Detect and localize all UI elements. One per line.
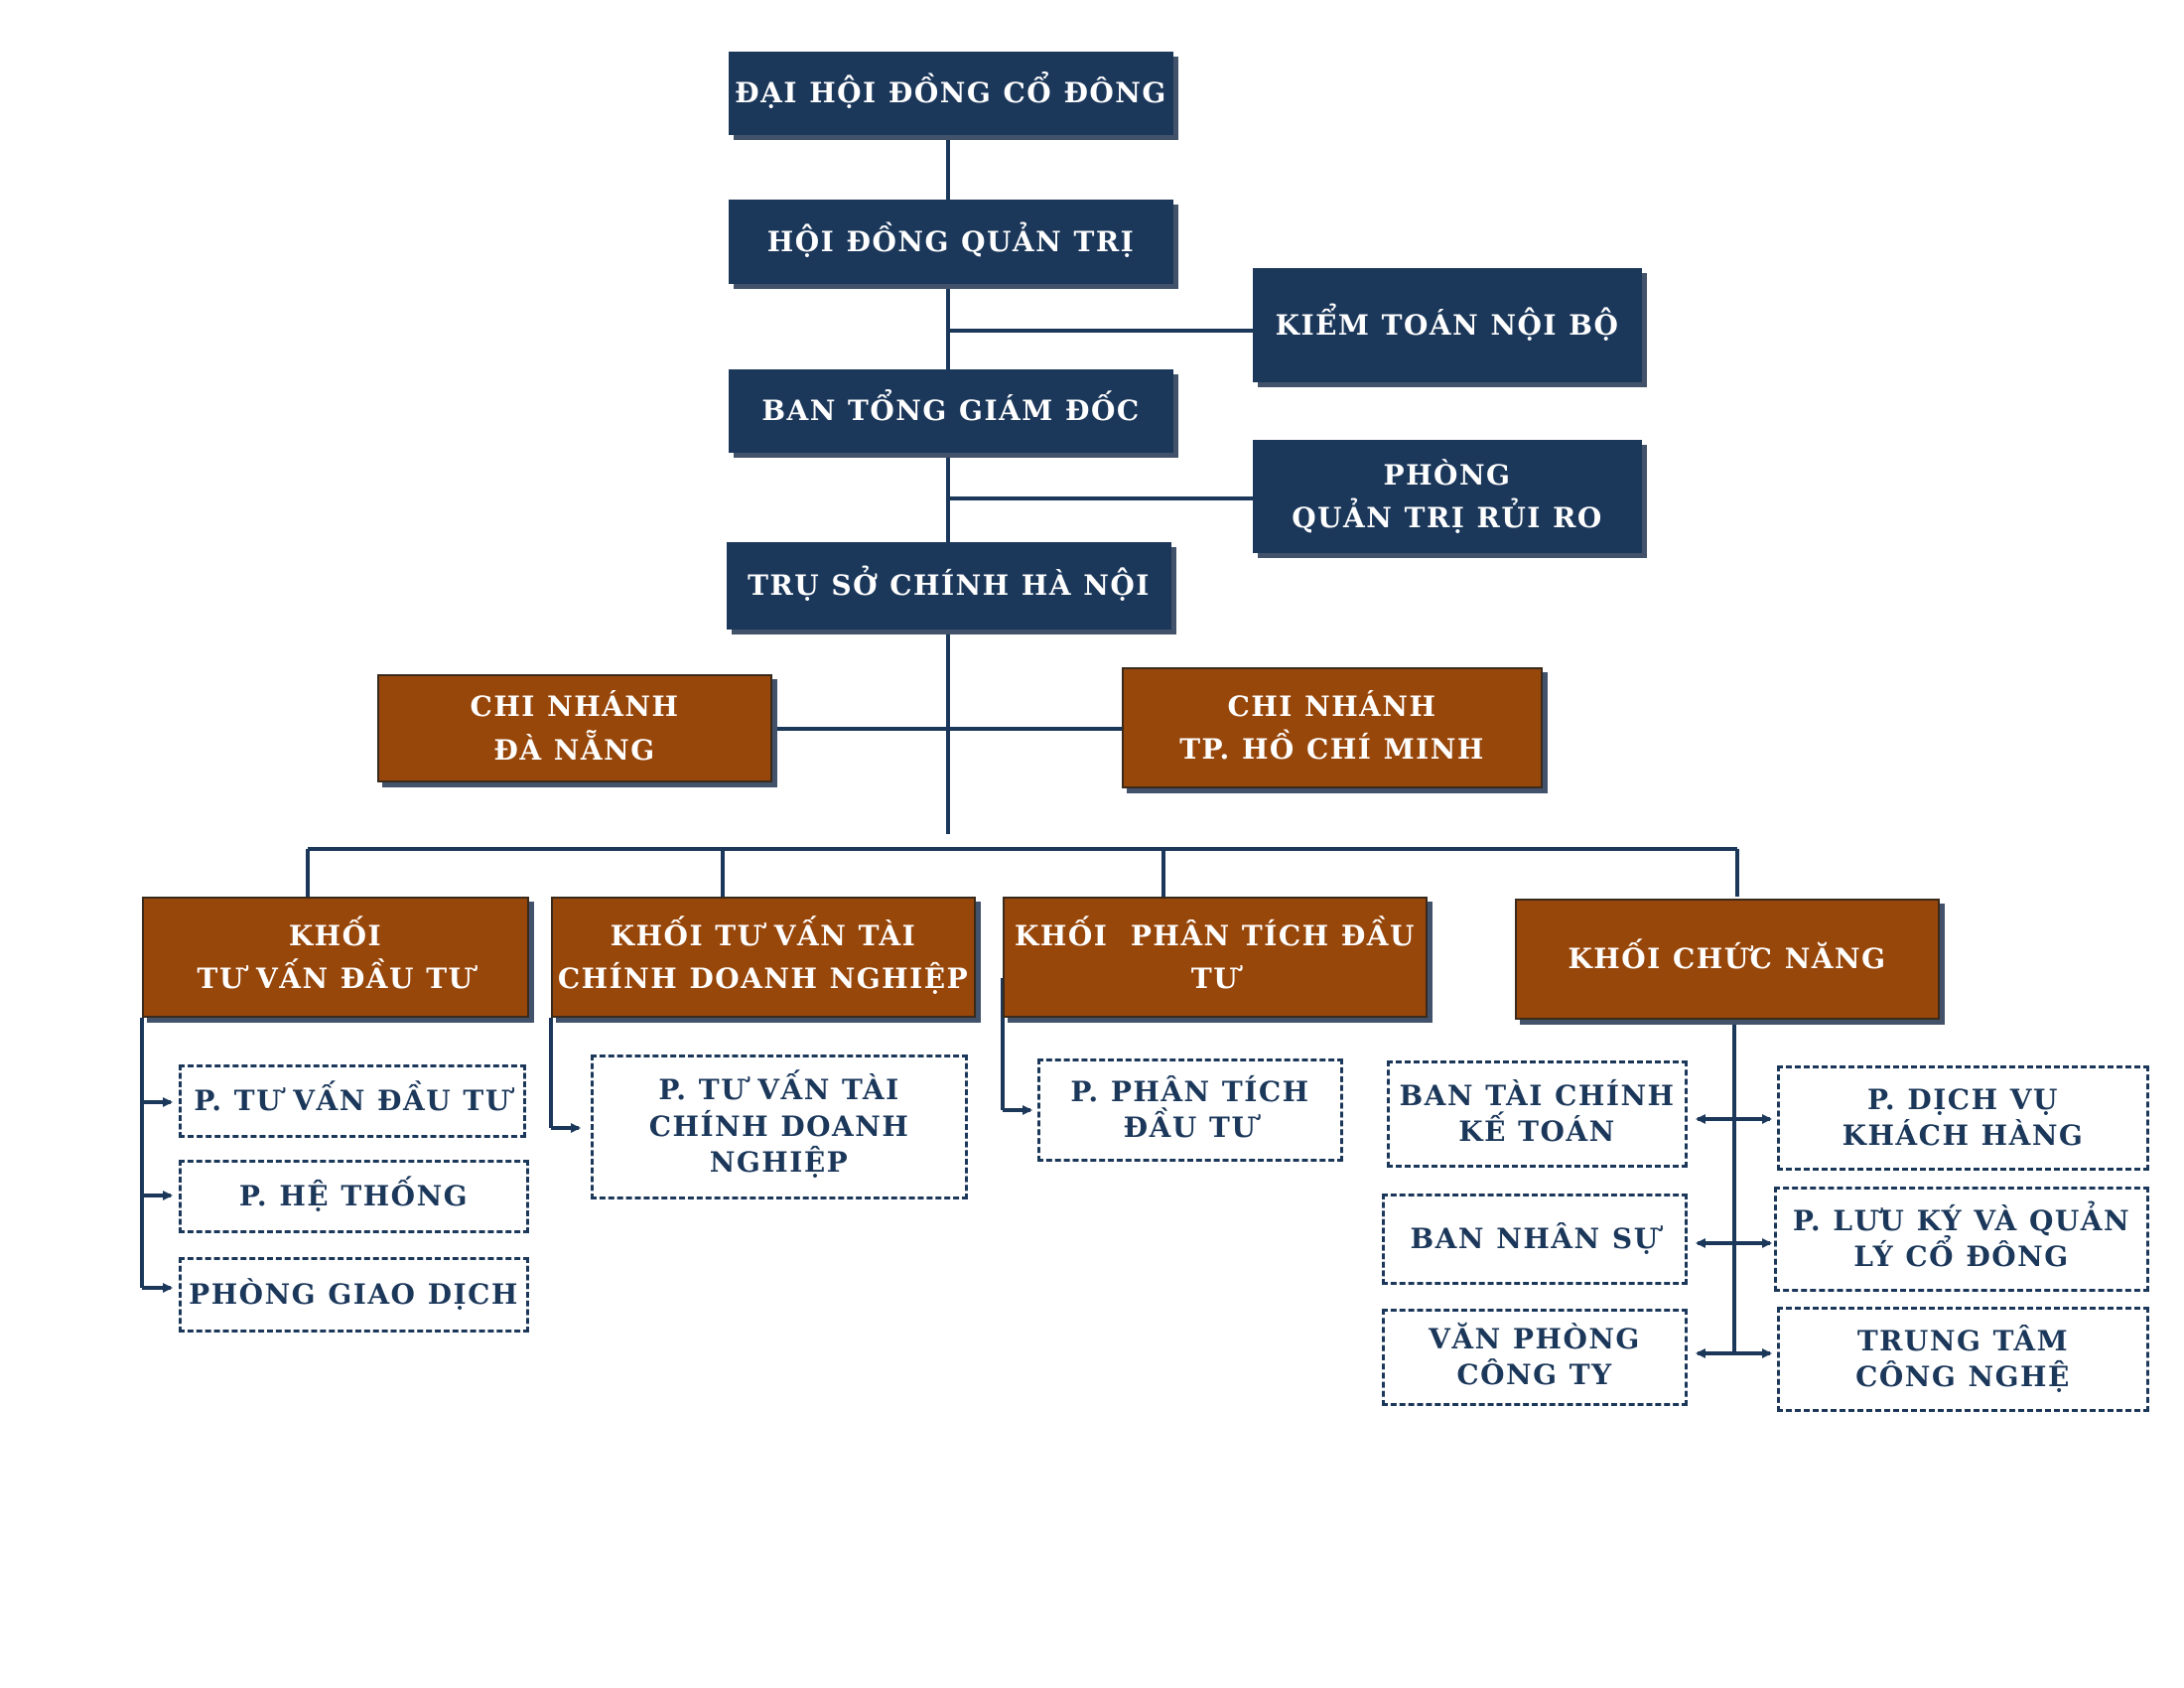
unit-company-office: VĂN PHÒNG CÔNG TY <box>1382 1309 1688 1406</box>
unit-corporate-finance-label-3: NGHIỆP <box>709 1146 850 1180</box>
unit-company-office-label-2: CÔNG TY <box>1456 1358 1613 1391</box>
unit-corporate-finance: P. TƯ VẤN TÀI CHÍNH DOANH NGHIỆP <box>591 1055 968 1199</box>
unit-custody-shareholders-label-2: LÝ CỔ ĐÔNG <box>1853 1240 2070 1273</box>
unit-finance-accounting-label-2: KẾ TOÁN <box>1458 1115 1616 1148</box>
unit-transaction-office-label: PHÒNG GIAO DỊCH <box>189 1277 519 1311</box>
unit-customer-service-label-2: KHÁCH HÀNG <box>1842 1119 2085 1152</box>
division-functional-box: KHỐI CHỨC NĂNG <box>1515 899 1940 1020</box>
unit-customer-service-label-1: P. DỊCH VỤ <box>1867 1082 2059 1116</box>
division-investment-advisory-label-1: KHỐI <box>288 918 383 952</box>
shareholders-box: ĐẠI HỘI ĐỒNG CỔ ĐÔNG <box>729 52 1173 135</box>
branch-hcm-box: CHI NHÁNH TP. HỒ CHÍ MINH <box>1122 667 1543 788</box>
unit-systems: P. HỆ THỐNG <box>179 1160 529 1233</box>
unit-technology-center-label-2: CÔNG NGHỆ <box>1855 1360 2071 1393</box>
head-office-box: TRỤ SỞ CHÍNH HÀ NỘI <box>727 542 1171 630</box>
branch-hcm-label-2: TP. HỒ CHÍ MINH <box>1179 733 1485 766</box>
risk-management-box: PHÒNG QUẢN TRỊ RỦI RO <box>1253 440 1642 553</box>
division-investment-analysis-label-1: KHỐI PHÂN TÍCH ĐẦU <box>1015 918 1416 952</box>
internal-audit-box: KIỂM TOÁN NỘI BỘ <box>1253 268 1642 382</box>
unit-technology-center: TRUNG TÂM CÔNG NGHỆ <box>1777 1307 2149 1412</box>
risk-management-label-2: QUẢN TRỊ RỦI RO <box>1292 501 1603 534</box>
unit-investment-advisory-label: P. TƯ VẤN ĐẦU TƯ <box>194 1083 511 1117</box>
unit-company-office-label-1: VĂN PHÒNG <box>1429 1322 1641 1355</box>
unit-investment-analysis-label-2: ĐẦU TƯ <box>1123 1111 1258 1144</box>
division-investment-advisory-label-2: TƯ VẤN ĐẦU TƯ <box>197 962 475 995</box>
executive-board-box: BAN TỔNG GIÁM ĐỐC <box>729 369 1173 453</box>
executive-board-label: BAN TỔNG GIÁM ĐỐC <box>761 394 1141 428</box>
division-corporate-finance-box: KHỐI TƯ VẤN TÀI CHÍNH DOANH NGHIỆP <box>551 897 976 1018</box>
unit-human-resources-label: BAN NHÂN SỰ <box>1410 1221 1660 1255</box>
unit-corporate-finance-label-1: P. TƯ VẤN TÀI <box>658 1073 900 1107</box>
branch-da-nang-box: CHI NHÁNH ĐÀ NẴNG <box>377 674 772 782</box>
shareholders-label: ĐẠI HỘI ĐỒNG CỔ ĐÔNG <box>735 76 1167 110</box>
unit-finance-accounting: BAN TÀI CHÍNH KẾ TOÁN <box>1387 1060 1688 1168</box>
unit-human-resources: BAN NHÂN SỰ <box>1382 1194 1688 1285</box>
internal-audit-label: KIỂM TOÁN NỘI BỘ <box>1275 308 1620 342</box>
branch-hcm-label-1: CHI NHÁNH <box>1227 689 1437 723</box>
unit-transaction-office: PHÒNG GIAO DỊCH <box>179 1257 529 1333</box>
unit-systems-label: P. HỆ THỐNG <box>238 1179 470 1212</box>
board-box: HỘI ĐỒNG QUẢN TRỊ <box>729 200 1173 284</box>
risk-management-label-1: PHÒNG <box>1383 458 1512 492</box>
division-investment-analysis-label-2: TƯ <box>1190 962 1240 995</box>
unit-custody-shareholders-label-1: P. LƯU KÝ VÀ QUẢN <box>1792 1203 2131 1237</box>
unit-custody-shareholders: P. LƯU KÝ VÀ QUẢN LÝ CỔ ĐÔNG <box>1774 1187 2149 1292</box>
unit-investment-advisory: P. TƯ VẤN ĐẦU TƯ <box>179 1064 526 1138</box>
unit-finance-accounting-label-1: BAN TÀI CHÍNH <box>1399 1078 1676 1112</box>
unit-technology-center-label-1: TRUNG TÂM <box>1856 1324 2070 1357</box>
branch-da-nang-label-2: ĐÀ NẴNG <box>493 733 656 767</box>
division-investment-analysis-box: KHỐI PHÂN TÍCH ĐẦU TƯ <box>1003 897 1428 1018</box>
division-investment-advisory-box: KHỐI TƯ VẤN ĐẦU TƯ <box>142 897 529 1018</box>
unit-investment-analysis: P. PHÂN TÍCH ĐẦU TƯ <box>1037 1058 1343 1162</box>
unit-investment-analysis-label-1: P. PHÂN TÍCH <box>1070 1074 1310 1108</box>
unit-customer-service: P. DỊCH VỤ KHÁCH HÀNG <box>1777 1065 2149 1171</box>
division-corporate-finance-label-2: CHÍNH DOANH NGHIỆP <box>557 962 970 995</box>
division-corporate-finance-label-1: KHỐI TƯ VẤN TÀI <box>610 918 917 952</box>
division-functional-label: KHỐI CHỨC NĂNG <box>1568 942 1887 976</box>
unit-corporate-finance-label-2: CHÍNH DOANH <box>648 1109 910 1143</box>
branch-da-nang-label-1: CHI NHÁNH <box>470 690 680 724</box>
head-office-label: TRỤ SỞ CHÍNH HÀ NỘI <box>748 569 1151 603</box>
board-label: HỘI ĐỒNG QUẢN TRỊ <box>766 224 1136 258</box>
